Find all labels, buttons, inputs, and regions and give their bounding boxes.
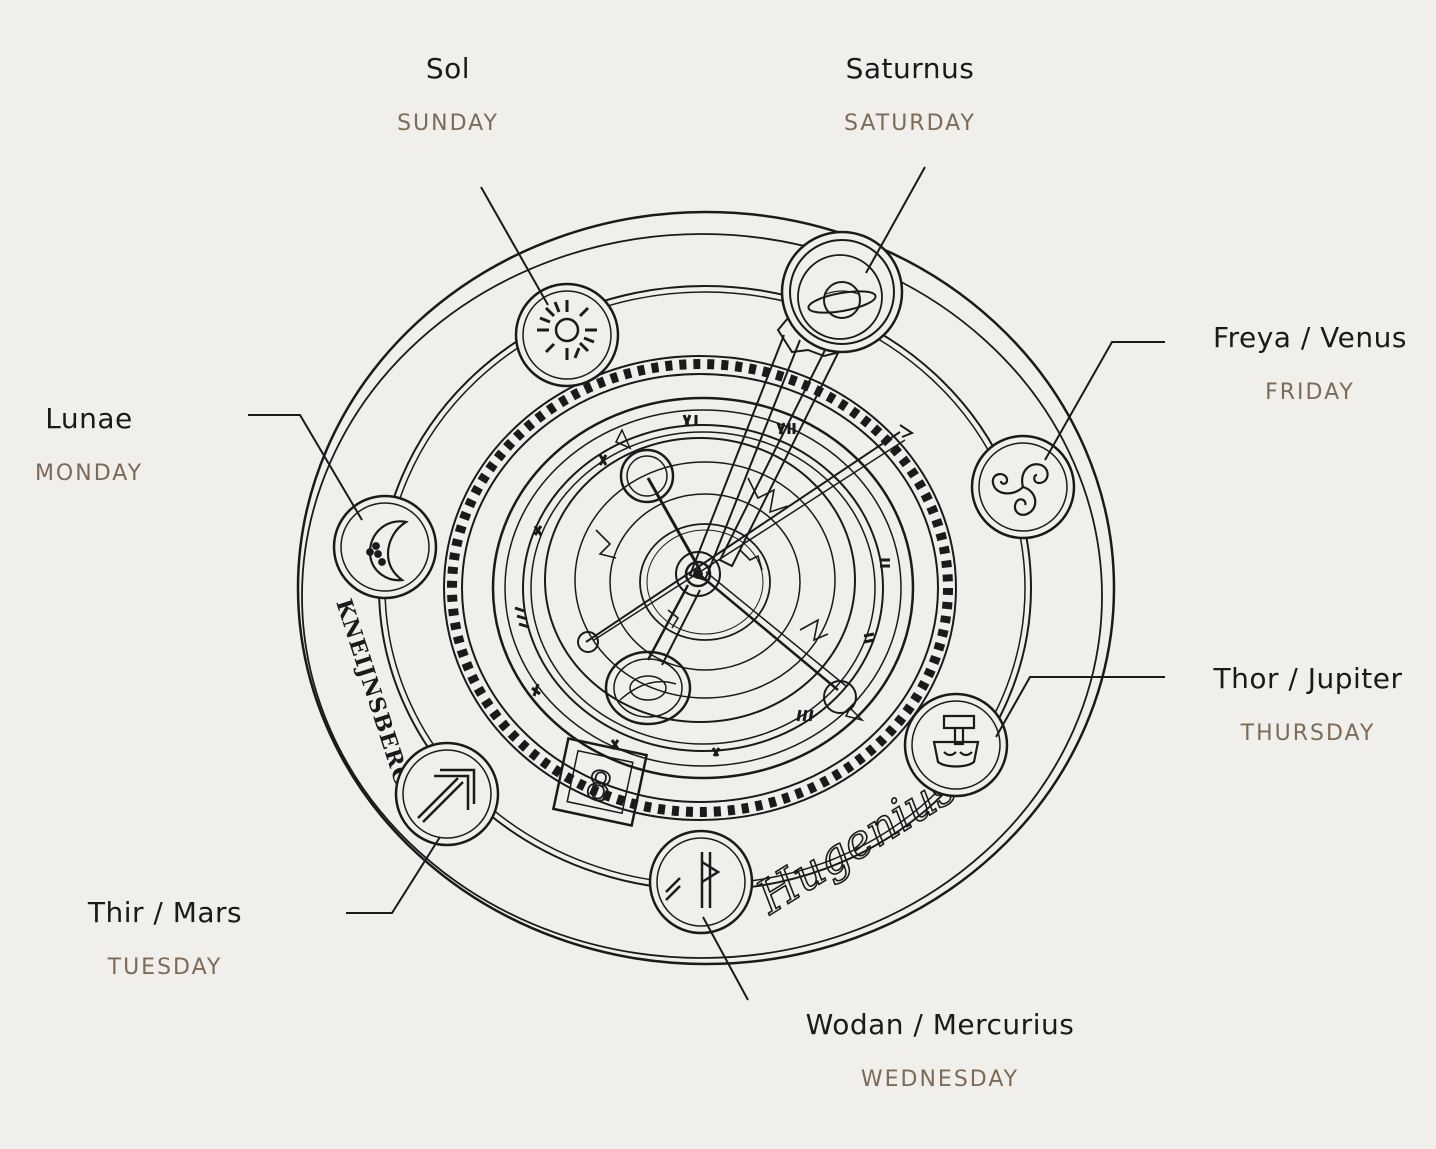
chapter-ring <box>491 396 915 780</box>
label-name: Saturnus <box>845 52 975 85</box>
label-day: WEDNESDAY <box>860 1067 1020 1092</box>
label-name: Thir / Mars <box>87 896 243 929</box>
medallion-freya <box>970 434 1076 540</box>
leader-sol <box>480 186 549 306</box>
sun-icon <box>537 300 597 360</box>
medallion-thor <box>903 692 1009 798</box>
label-day: MONDAY <box>34 461 144 486</box>
label-lunae: Lunae MONDAY <box>14 402 164 486</box>
leader-saturnus <box>865 166 926 274</box>
hammer-icon <box>932 714 980 768</box>
medallion-saturnus <box>780 230 904 354</box>
label-day: SUNDAY <box>397 111 499 136</box>
arrow-icon <box>417 768 476 823</box>
leader-freya <box>1044 341 1165 461</box>
medallion-sol <box>514 282 620 388</box>
outer-case <box>296 210 1116 966</box>
leader-lines <box>248 166 1165 1001</box>
hour-marks <box>514 414 890 757</box>
rune-icon <box>665 852 721 908</box>
inner-dial <box>544 437 856 723</box>
label-name: Sol <box>425 52 471 85</box>
leader-thir <box>346 836 441 914</box>
label-saturnus: Saturnus SATURDAY <box>830 52 990 136</box>
leader-thor <box>995 676 1165 738</box>
label-name: Wodan / Mercurius <box>805 1008 1075 1041</box>
medallion-wodan <box>648 829 754 935</box>
label-day: FRIDAY <box>1265 380 1355 405</box>
label-thir: Thir / Mars TUESDAY <box>70 896 260 980</box>
label-name: Freya / Venus <box>1213 321 1407 354</box>
label-name: Lunae <box>45 402 133 435</box>
medallion-thir <box>394 741 500 847</box>
label-day: SATURDAY <box>844 111 976 136</box>
saturn-icon <box>807 281 877 319</box>
medallion-lunae <box>332 494 438 600</box>
label-wodan: Wodan / Mercurius WEDNESDAY <box>790 1008 1090 1092</box>
watch-hands <box>577 316 915 726</box>
label-name: Thor / Jupiter <box>1213 662 1403 695</box>
label-day: TUESDAY <box>107 955 223 980</box>
moon-icon <box>366 520 409 582</box>
label-sol: Sol SUNDAY <box>373 52 523 136</box>
label-freya: Freya / Venus FRIDAY <box>1200 321 1420 405</box>
label-day: THURSDAY <box>1240 721 1376 746</box>
gear-ring <box>443 355 957 821</box>
leader-wodan <box>702 916 749 1001</box>
leader-lunae <box>248 414 363 521</box>
label-thor: Thor / Jupiter THURSDAY <box>1190 662 1426 746</box>
triskelion-icon <box>991 463 1049 516</box>
